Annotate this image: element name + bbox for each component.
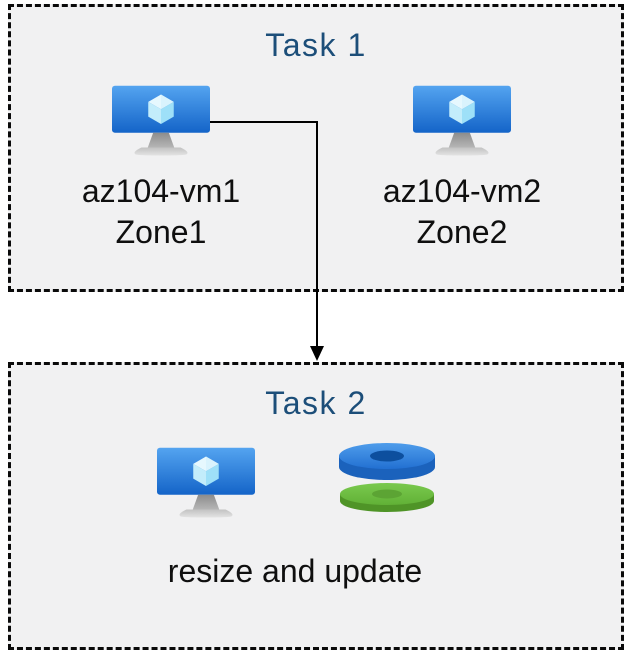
task1-title: Task 1: [265, 27, 367, 63]
task2-box: Task 2 resize and update: [8, 362, 624, 650]
disks-stack-icon: [339, 443, 435, 512]
vm-zone: Zone1: [115, 214, 207, 250]
vm-label: az104-vm1 Zone1: [82, 171, 240, 253]
virtual-machine-icon: [112, 85, 210, 156]
vm-group-az104-vm1: az104-vm1 Zone1: [61, 85, 261, 253]
virtual-machine-icon: [413, 85, 511, 156]
vm-label: az104-vm2 Zone2: [383, 171, 541, 253]
task2-caption: resize and update: [167, 553, 423, 589]
vm-name: az104-vm2: [382, 173, 542, 209]
vm-zone: Zone2: [416, 214, 508, 250]
task2-title: Task 2: [265, 385, 367, 421]
virtual-machine-icon: [157, 447, 255, 518]
vm-group-az104-vm2: az104-vm2 Zone2: [362, 85, 562, 253]
vm-name: az104-vm1: [81, 173, 241, 209]
task1-box: Task 1 az104-vm1 Zone1: [8, 4, 624, 292]
